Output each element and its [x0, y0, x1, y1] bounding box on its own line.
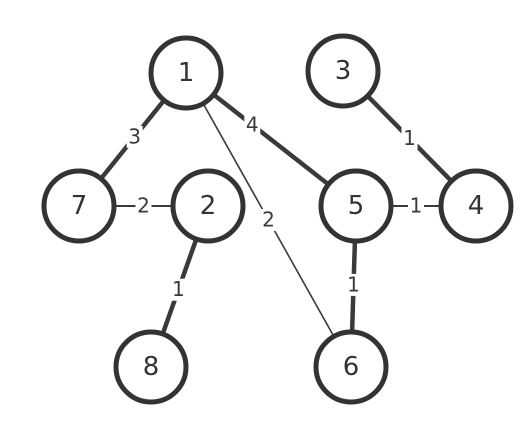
- edge-label-bg-2-8: [170, 278, 187, 301]
- node-label-5: 5: [348, 191, 365, 221]
- edge-label-bg-5-6: [345, 273, 362, 296]
- edge-weight-5-6: 1: [347, 272, 360, 296]
- edge-label-bg-1-6: [260, 209, 277, 231]
- edge-label-bg-1-5: [244, 113, 261, 136]
- node-circle-5: [318, 168, 394, 244]
- node-label-8: 8: [143, 352, 160, 382]
- node-circle-7: [41, 168, 117, 244]
- edge-label-bg-3-4: [401, 127, 418, 150]
- node-label-4: 4: [468, 191, 485, 221]
- node-circle-1: [148, 35, 224, 111]
- node-label-7: 7: [71, 191, 88, 221]
- node-6: 6: [313, 329, 389, 405]
- node-5: 5: [318, 168, 394, 244]
- edge-label-bg-1-7: [126, 125, 143, 148]
- edge-weight-3-4: 1: [403, 126, 416, 150]
- edge-weight-1-6: 2: [262, 208, 275, 232]
- edge-labels-layer: 3 4 2 1 2 1 1 1: [126, 112, 424, 301]
- edge-weight-7-2: 2: [137, 194, 150, 218]
- edge-weight-2-8: 1: [172, 277, 185, 301]
- node-circle-3: [305, 33, 381, 109]
- node-8: 8: [113, 329, 189, 405]
- edge-weight-1-5: 4: [246, 112, 259, 136]
- node-circle-4: [438, 168, 514, 244]
- node-4: 4: [438, 168, 514, 244]
- node-circle-6: [313, 329, 389, 405]
- node-label-3: 3: [335, 56, 352, 86]
- nodes-layer: 1 3 7 2 5 4 8 6: [41, 33, 514, 405]
- edge-label-bg-5-4: [408, 195, 424, 217]
- edge-label-bg-7-2: [135, 195, 152, 217]
- node-7: 7: [41, 168, 117, 244]
- node-circle-2: [170, 168, 246, 244]
- node-circle-8: [113, 329, 189, 405]
- node-label-1: 1: [178, 58, 195, 88]
- edges-layer: [76, 68, 479, 370]
- node-label-6: 6: [343, 352, 360, 382]
- node-label-2: 2: [200, 191, 217, 221]
- node-2: 2: [170, 168, 246, 244]
- edge-weight-1-7: 3: [128, 124, 141, 148]
- node-1: 1: [148, 35, 224, 111]
- edge-weight-5-4: 1: [410, 194, 423, 218]
- node-3: 3: [305, 33, 381, 109]
